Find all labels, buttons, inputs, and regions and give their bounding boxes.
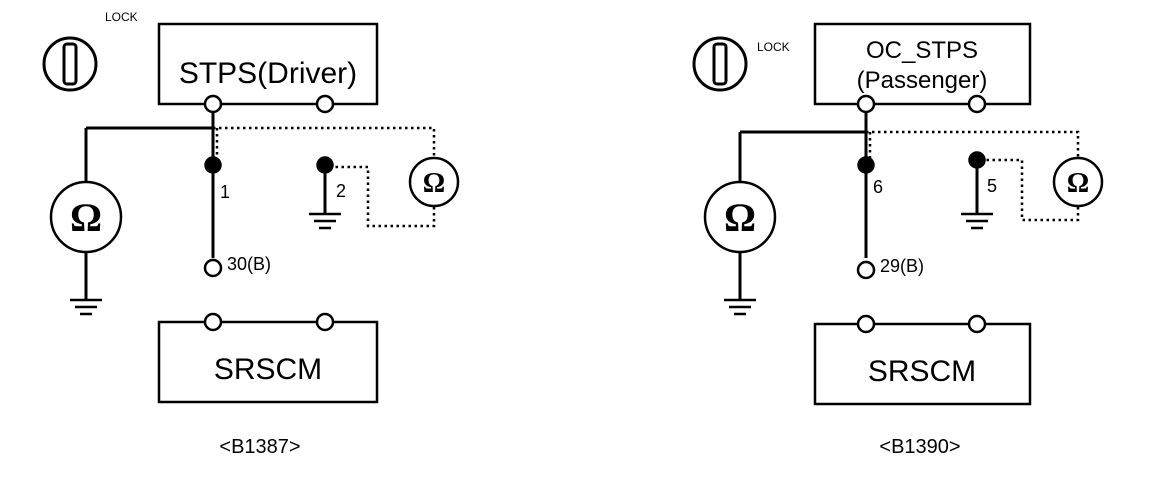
lock-label: LOCK <box>105 10 138 24</box>
connector-terminal <box>967 94 987 114</box>
pin-5-label: 5 <box>987 176 997 196</box>
caption-b1390: <B1390> <box>879 436 960 458</box>
connector-terminal <box>856 314 876 334</box>
oc-stps-label: OC_STPS <box>866 37 978 64</box>
pin-30b-terminal <box>203 258 223 278</box>
ohmmeter-left: Ω <box>703 180 777 254</box>
connector-terminal <box>315 312 335 332</box>
oc-stps-passenger-box <box>813 22 1032 106</box>
pin-1-label: 1 <box>220 182 230 202</box>
ohm-symbol: Ω <box>423 168 445 199</box>
srscm-box-left <box>157 320 379 404</box>
connector-terminal <box>967 314 987 334</box>
pin-6-terminal <box>857 156 875 174</box>
srscm-label: SRSCM <box>868 355 976 388</box>
srscm-label: SRSCM <box>214 353 322 386</box>
connector-terminal <box>856 94 876 114</box>
ohmmeter-left: Ω <box>49 180 123 254</box>
pin-6-label: 6 <box>873 177 883 197</box>
connector-terminal <box>203 94 223 114</box>
pin-30b-label: 30(B) <box>227 254 271 274</box>
lock-label: LOCK <box>757 40 790 54</box>
ohmmeter-right: Ω <box>408 156 460 208</box>
connector-terminal <box>315 94 335 114</box>
pin-2-label: 2 <box>336 181 346 201</box>
diagram-b1390: LOCK OC_STPS (Passenger) Ω Ω <box>692 22 1104 458</box>
ohmmeter-right: Ω <box>1052 156 1104 208</box>
diagram-b1387: LOCK STPS(Driver) Ω Ω <box>42 10 460 458</box>
pin-29b-label: 29(B) <box>880 256 924 276</box>
ignition-lock-icon <box>42 36 98 92</box>
pin-1-terminal <box>204 156 222 174</box>
srscm-box-right <box>813 322 1032 406</box>
passenger-label: (Passenger) <box>857 67 988 94</box>
pin-29b-terminal <box>856 260 876 280</box>
connector-terminal <box>203 312 223 332</box>
ground-symbol <box>961 212 993 230</box>
ohm-symbol: Ω <box>1067 168 1089 199</box>
stps-driver-box <box>157 22 379 106</box>
caption-b1387: <B1387> <box>219 436 300 458</box>
ohm-symbol: Ω <box>70 195 102 240</box>
ohm-symbol: Ω <box>724 195 756 240</box>
pin-5-terminal <box>968 151 986 169</box>
ignition-lock-icon <box>692 36 748 92</box>
ground-symbol <box>70 298 102 316</box>
pin-2-terminal <box>316 156 334 174</box>
stps-driver-label: STPS(Driver) <box>179 57 357 90</box>
ground-symbol <box>309 212 341 230</box>
ground-symbol <box>724 298 756 316</box>
